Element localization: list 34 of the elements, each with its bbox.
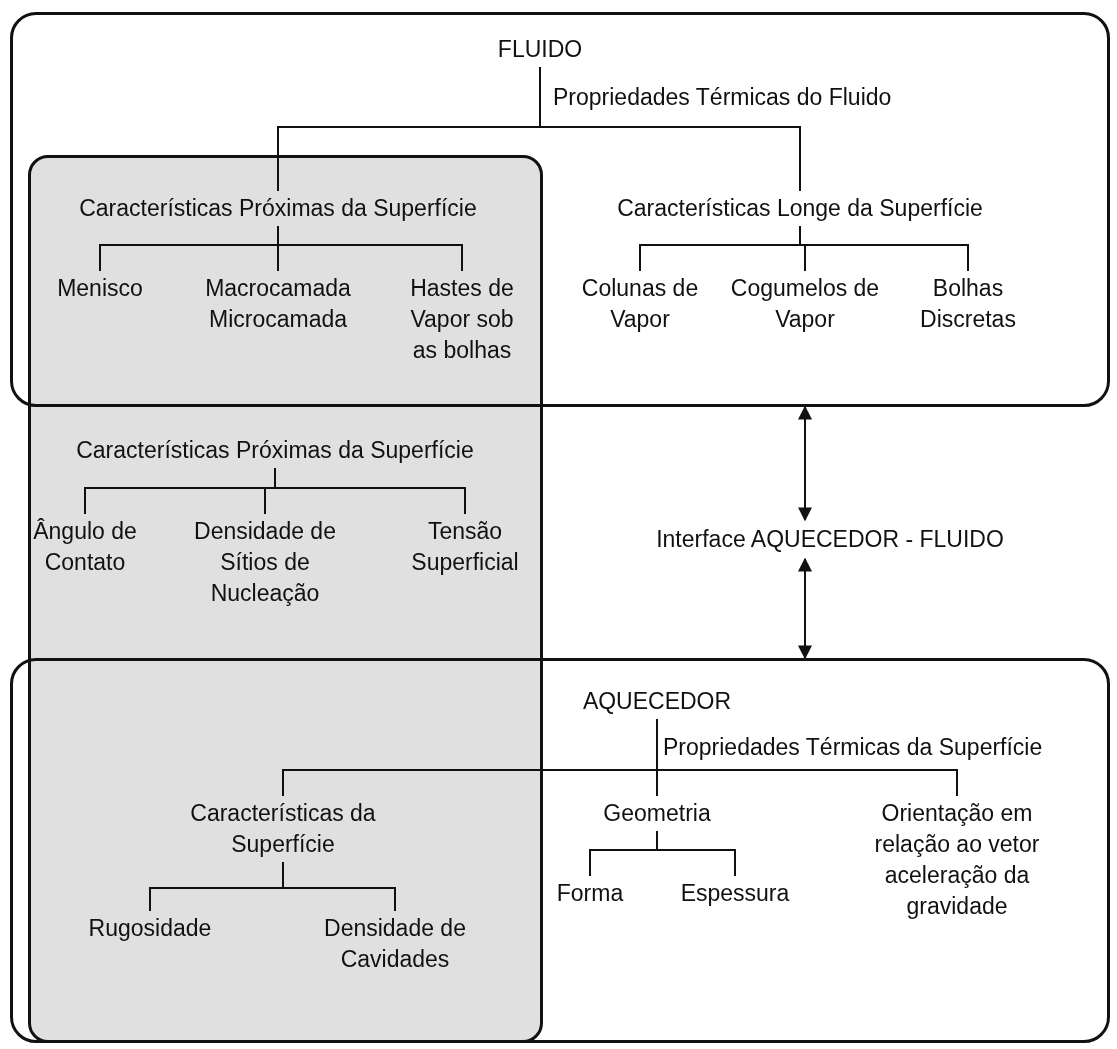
- category-label: Bolhas Discretas: [903, 273, 1033, 335]
- category-label: Menisco: [45, 273, 155, 304]
- connector-line: [539, 66, 801, 192]
- category-label: Hastes de Vapor sob as bolhas: [402, 273, 522, 366]
- category-label: Forma: [540, 878, 640, 909]
- category-label: Cogumelos de Vapor: [730, 273, 880, 335]
- group-frame: [10, 12, 1110, 407]
- category-label: Macrocamada Microcamada: [183, 273, 373, 335]
- category-label: Densidade de Sítios de Nucleação: [180, 516, 350, 609]
- category-label: Rugosidade: [75, 913, 225, 944]
- category-label: Geometria: [577, 798, 737, 829]
- branch-label: Propriedades Térmicas da Superfície: [663, 733, 1043, 762]
- branch-label: Propriedades Térmicas do Fluido: [553, 83, 892, 112]
- connector-line: [277, 225, 463, 272]
- connector-line: [799, 225, 969, 272]
- category-label: Características Próximas da Superfície: [43, 193, 513, 224]
- double-arrow: [798, 405, 812, 522]
- category-label: Espessura: [665, 878, 805, 909]
- connector-line: [656, 830, 736, 877]
- category-label: Interface AQUECEDOR - FLUIDO: [620, 524, 1040, 555]
- category-label: Características Longe da Superfície: [570, 193, 1030, 224]
- shaded-region: [28, 155, 543, 1043]
- category-label: Orientação em relação ao vetor aceleração da gravidade: [847, 798, 1067, 922]
- connector-line: [656, 718, 958, 797]
- group-frame: [10, 658, 1110, 1043]
- category-label: Características Próximas da Superfície: [40, 435, 510, 466]
- category-label: Ângulo de Contato: [30, 516, 140, 578]
- category-label: Colunas de Vapor: [580, 273, 700, 335]
- category-label: AQUECEDOR: [562, 686, 752, 717]
- category-label: Densidade de Cavidades: [310, 913, 480, 975]
- category-label: Tensão Superficial: [400, 516, 530, 578]
- category-label: FLUIDO: [470, 34, 610, 65]
- category-label: Características da Superfície: [183, 798, 383, 860]
- double-arrow: [798, 557, 812, 660]
